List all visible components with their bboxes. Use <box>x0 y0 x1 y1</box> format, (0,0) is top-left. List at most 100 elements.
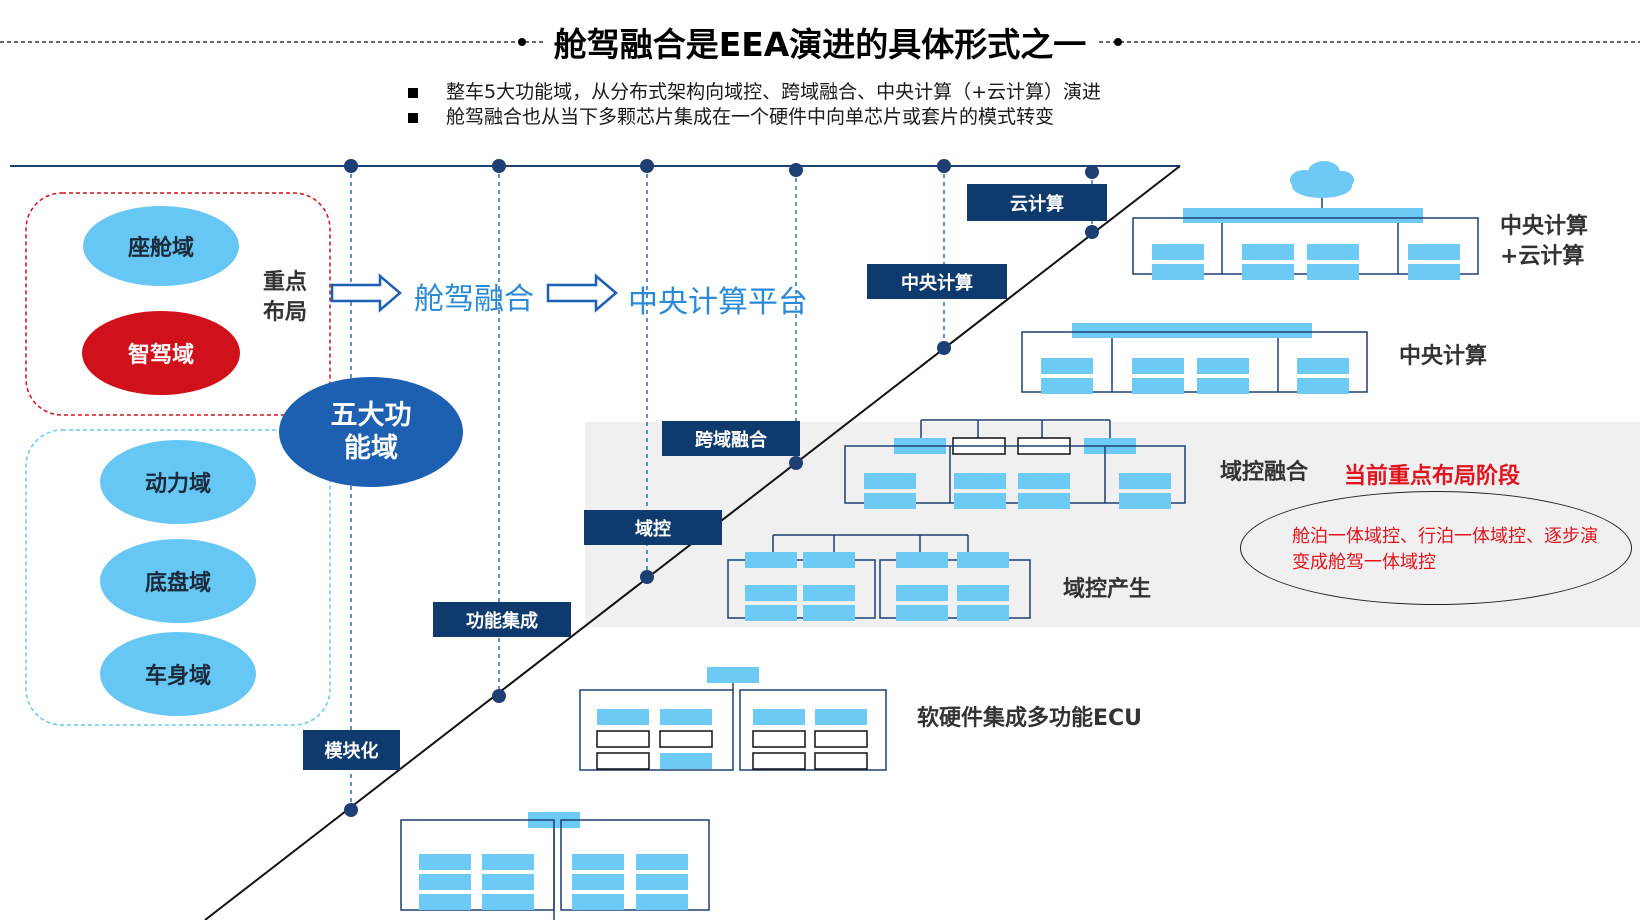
stage-multifunction-ecu: 软硬件集成多功能ECU <box>917 706 1143 731</box>
stage-domain-fusion: 域控融合 <box>1220 460 1309 485</box>
ecu-block <box>957 605 1009 621</box>
ecu-block <box>745 585 797 601</box>
timeline-dot <box>492 159 506 173</box>
module-frame <box>739 689 887 771</box>
ecu-block <box>1242 244 1294 260</box>
note-ellipse <box>1240 491 1632 605</box>
ecu-block <box>1297 358 1349 374</box>
ecu-block <box>636 874 688 890</box>
domain-intelligent-driving: 智驾域 <box>82 311 240 395</box>
module-frame <box>844 445 1186 504</box>
ecu-block <box>572 894 624 910</box>
flow-arrow-1 <box>330 273 402 313</box>
central-compute-block <box>1183 208 1423 223</box>
ecu-block <box>1307 264 1359 280</box>
ecu-block <box>1132 358 1184 374</box>
ecu-block <box>957 585 1009 601</box>
ecu-block <box>803 585 855 601</box>
ecu-block <box>753 709 805 725</box>
stage-central-plus-cloud: 中央计算+云计算 <box>1500 214 1589 269</box>
ecu-block <box>1119 493 1171 509</box>
ecu-block <box>896 605 948 621</box>
ecu-block <box>572 854 624 870</box>
ecu-block <box>1018 473 1070 489</box>
ecu-block <box>419 854 471 870</box>
ecu-hollow-block <box>659 730 713 748</box>
bullet-square-icon <box>408 112 418 123</box>
ecu-block <box>1119 473 1171 489</box>
timeline-label-domain-control: 域控 <box>584 510 722 545</box>
timeline-label-central-computing: 中央计算 <box>867 264 1007 299</box>
diagonal-dot <box>344 803 358 817</box>
diagonal-dot <box>640 570 654 584</box>
flow-step-cockpit-driving-fusion: 舱驾融合 <box>414 282 534 317</box>
ecu-block <box>954 473 1006 489</box>
ecu-block <box>803 605 855 621</box>
stage-central-computing: 中央计算 <box>1399 344 1488 369</box>
ecu-block <box>864 473 916 489</box>
module-frame <box>727 559 876 619</box>
ecu-block <box>572 874 624 890</box>
domain-cockpit: 座舱域 <box>83 206 239 286</box>
ecu-block <box>660 753 712 769</box>
timeline-dot <box>344 159 358 173</box>
ecu-block <box>745 605 797 621</box>
module-frame <box>1021 331 1368 393</box>
bullet-item: 整车5大功能域，从分布式架构向域控、跨域融合、中央计算（+云计算）演进 <box>408 80 1101 105</box>
ecu-block <box>1152 264 1204 280</box>
timeline-label-cross-domain: 跨域融合 <box>662 421 800 456</box>
ecu-block <box>482 894 534 910</box>
other-group-frame <box>25 429 331 726</box>
ecu-block <box>803 552 855 568</box>
ecu-hollow-block <box>596 752 650 770</box>
ecu-block <box>896 552 948 568</box>
module-frame <box>579 689 734 771</box>
ecu-block <box>1408 264 1460 280</box>
module-frame <box>560 819 710 911</box>
ecu-block <box>597 709 649 725</box>
diagonal-dot <box>1085 225 1099 239</box>
timeline-label-modular: 模块化 <box>303 730 400 770</box>
ecu-block <box>482 874 534 890</box>
ecu-block <box>660 709 712 725</box>
ecu-block <box>1197 378 1249 394</box>
flow-arrow-2 <box>546 273 618 313</box>
ecu-block <box>1297 378 1349 394</box>
ecu-block <box>896 585 948 601</box>
module-frame <box>879 559 1031 619</box>
ecu-block <box>957 552 1009 568</box>
ecu-block <box>1197 358 1249 374</box>
ecu-block <box>482 854 534 870</box>
module-frame <box>1132 217 1479 275</box>
ecu-block <box>864 493 916 509</box>
ecu-block <box>1152 244 1204 260</box>
ecu-block <box>1242 264 1294 280</box>
note-text: 舱泊一体域控、行泊一体域控、逐步演变成舱驾一体域控 <box>1292 526 1598 573</box>
cloud-icon <box>1290 161 1354 198</box>
focus-label: 重点布局 <box>262 270 307 325</box>
timeline-dot <box>1085 165 1099 179</box>
bullet-item: 舱驾融合也从当下多颗芯片集成在一个硬件中向单芯片或套片的模式转变 <box>408 105 1101 130</box>
flow-step-central-computing-platform: 中央计算平台 <box>628 285 808 320</box>
ecu-block <box>419 894 471 910</box>
timeline-dot <box>789 163 803 177</box>
diagonal-dot <box>789 456 803 470</box>
timeline-label-function-integration: 功能集成 <box>433 602 571 637</box>
diagonal-dot <box>492 689 506 703</box>
current-stage-label: 当前重点布局阶段 <box>1344 464 1521 489</box>
focus-group-frame <box>25 192 331 416</box>
domain-chassis: 底盘域 <box>100 539 256 623</box>
five-domains-center: 五大功能域 <box>279 377 463 487</box>
ecu-block <box>419 874 471 890</box>
ecu-block <box>1132 378 1184 394</box>
ecu-block <box>1408 244 1460 260</box>
ecu-hollow-block <box>596 730 650 748</box>
ecu-block <box>1018 493 1070 509</box>
stage-domain-control-emerges: 域控产生 <box>1063 577 1152 602</box>
ecu-block <box>636 894 688 910</box>
ecu-block <box>1041 358 1093 374</box>
title-dot-left <box>518 38 526 46</box>
title-dot-right <box>1114 38 1122 46</box>
diagonal-dot <box>937 341 951 355</box>
